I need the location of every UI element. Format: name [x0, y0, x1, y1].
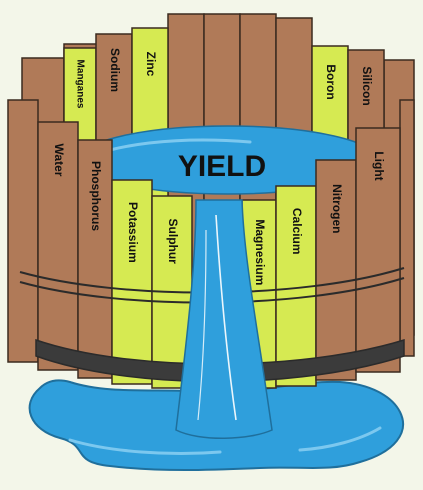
stave-label: Phosphorus	[89, 161, 103, 231]
stave-label: Sodium	[108, 48, 122, 92]
water-puddle-highlight-2	[298, 426, 382, 452]
stave-label: Water	[52, 144, 66, 177]
front-stave-potassium: Potassium	[111, 179, 153, 385]
barrel-band-lower	[35, 338, 405, 383]
stave-label: Sulphur	[166, 219, 180, 265]
stave-label: Silicon	[360, 66, 374, 105]
stave-board	[111, 179, 153, 385]
stave-label: Magnesium	[253, 219, 267, 285]
stave-board	[355, 127, 401, 373]
stave-board	[77, 139, 113, 379]
stave-board	[315, 159, 357, 381]
front-stave-plain	[7, 99, 39, 363]
stave-label: Light	[372, 151, 386, 180]
water-stream-highlight-2	[197, 229, 207, 421]
front-stave-light: Light	[355, 127, 401, 373]
yield-label: YIELD	[178, 150, 266, 183]
stave-label: Manganes	[74, 60, 85, 109]
front-stave-phosphorus: Phosphorus	[77, 139, 113, 379]
front-stave-water: Water	[37, 121, 79, 371]
water-surface-highlight	[108, 138, 252, 152]
front-stave-plain	[399, 99, 415, 357]
stave-label: Zinc	[144, 52, 158, 77]
water-puddle-highlight	[68, 438, 222, 455]
stave-label: Boron	[324, 64, 338, 99]
stave-label: Potassium	[126, 202, 140, 263]
front-stave-nitrogen: Nitrogen	[315, 159, 357, 381]
stave-label: Calcium	[290, 208, 304, 255]
stave-label: Nitrogen	[330, 184, 344, 233]
stave-board	[37, 121, 79, 371]
water-stream-highlight	[215, 214, 237, 421]
